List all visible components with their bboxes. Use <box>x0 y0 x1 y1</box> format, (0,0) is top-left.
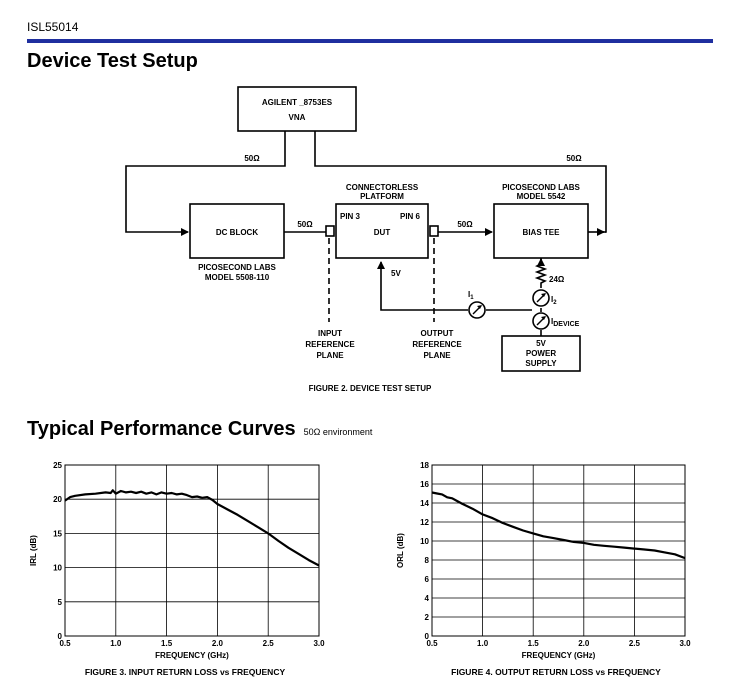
input-ref-2: REFERENCE <box>305 340 355 349</box>
y-tick-label: 12 <box>420 518 429 527</box>
impedance-dc-dut: 50Ω <box>297 220 313 229</box>
bias-tee-label: BIAS TEE <box>523 228 561 237</box>
y-tick-label: 0 <box>425 632 430 641</box>
input-ref-1: INPUT <box>318 329 342 338</box>
y-tick-label: 10 <box>420 537 429 546</box>
series-line <box>64 489 320 567</box>
y-tick-label: 2 <box>425 613 430 622</box>
y-tick-label: 4 <box>425 594 430 603</box>
supply-label-3: SUPPLY <box>525 359 557 368</box>
x-tick-label: 3.0 <box>313 639 325 648</box>
dut-box <box>335 203 429 259</box>
x-tick-label: 2.5 <box>629 639 641 648</box>
x-axis-label: FREQUENCY (GHz) <box>155 651 229 660</box>
figure-caption: FIGURE 3. INPUT RETURN LOSS vs FREQUENCY <box>85 667 286 677</box>
bias-model: MODEL 5542 <box>517 192 566 201</box>
curves-title-text: Typical Performance Curves <box>27 418 296 440</box>
idevice-label: I <box>551 317 553 326</box>
i1-label: I <box>468 290 470 299</box>
impedance-right: 50Ω <box>566 154 582 163</box>
output-ref-1: OUTPUT <box>421 329 454 338</box>
series-line <box>431 491 686 560</box>
resistor-label: 24Ω <box>549 275 565 284</box>
x-tick-label: 1.5 <box>161 639 173 648</box>
dc-block-label: DC BLOCK <box>216 228 258 237</box>
bias-maker: PICOSECOND LABS <box>502 183 580 192</box>
y-tick-label: 0 <box>58 632 63 641</box>
output-connector <box>429 225 439 237</box>
svg-text:I1: I1 <box>468 290 474 301</box>
platform-label-2: PLATFORM <box>360 192 404 201</box>
y-tick-label: 8 <box>425 556 430 565</box>
output-ref-3: PLANE <box>423 351 451 360</box>
y-tick-label: 18 <box>420 461 429 470</box>
part-number: ISL55014 <box>27 20 79 34</box>
x-tick-label: 0.5 <box>426 639 438 648</box>
x-tick-label: 2.0 <box>212 639 224 648</box>
y-tick-label: 25 <box>53 461 62 470</box>
output-ref-2: REFERENCE <box>412 340 462 349</box>
curves-subtitle: 50Ω environment <box>303 427 373 437</box>
y-tick-label: 6 <box>425 575 430 584</box>
y-tick-label: 10 <box>53 564 62 573</box>
x-tick-label: 0.5 <box>59 639 71 648</box>
vna-label-2: VNA <box>289 113 306 122</box>
x-tick-label: 2.0 <box>578 639 590 648</box>
i1-sub: 1 <box>470 295 474 301</box>
x-tick-label: 1.0 <box>477 639 489 648</box>
plot-frame <box>64 464 320 637</box>
x-tick-label: 1.5 <box>528 639 540 648</box>
figure-caption: FIGURE 4. OUTPUT RETURN LOSS vs FREQUENC… <box>451 667 661 677</box>
svg-text:I2: I2 <box>551 295 557 306</box>
x-tick-label: 2.5 <box>263 639 275 648</box>
test-setup-diagram: AGILENT _8753ES VNA 50Ω 50Ω DC BLOCK PIC… <box>125 86 607 393</box>
figure2-caption: FIGURE 2. DEVICE TEST SETUP <box>309 384 432 393</box>
vna-box <box>237 86 357 132</box>
y-tick-label: 5 <box>58 598 63 607</box>
power-supply-box <box>501 335 581 372</box>
orl-chart: 0.5 1.0 1.5 2.0 2.5 3.0 0 2 4 6 8 10 12 14 16 18FREQUEN… <box>396 461 691 677</box>
dut-label: DUT <box>374 228 391 237</box>
y-axis-label: IRL (dB) <box>29 535 38 566</box>
input-ref-3: PLANE <box>316 351 344 360</box>
supply-label-1: 5V <box>536 339 546 348</box>
i2-sub: 2 <box>553 300 557 306</box>
impedance-dut-bias: 50Ω <box>457 220 473 229</box>
y-tick-label: 16 <box>420 480 429 489</box>
platform-label-1: CONNECTORLESS <box>346 183 419 192</box>
vna-label-1: AGILENT _8753ES <box>262 98 333 107</box>
pin3-label: PIN 3 <box>340 212 361 221</box>
x-axis-label: FREQUENCY (GHz) <box>522 651 596 660</box>
dc-block-maker: PICOSECOND LABS <box>198 263 276 272</box>
y-tick-label: 15 <box>53 529 62 538</box>
impedance-left: 50Ω <box>244 154 260 163</box>
y-tick-label: 14 <box>420 499 429 508</box>
i2-label: I <box>551 295 553 304</box>
y-tick-label: 20 <box>53 495 62 504</box>
header-rule <box>27 39 713 43</box>
input-connector <box>325 225 335 237</box>
svg-text:IDEVICE: IDEVICE <box>551 317 580 328</box>
plot-frame <box>431 464 686 637</box>
y-axis-label: ORL (dB) <box>396 533 405 568</box>
dc-block-model: MODEL 5508-110 <box>205 273 270 282</box>
setup-title: Device Test Setup <box>27 50 198 72</box>
idevice-sub: DEVICE <box>553 321 579 328</box>
dc-block-box <box>189 203 285 259</box>
x-tick-label: 1.0 <box>110 639 122 648</box>
curves-title: Typical Performance Curves 50Ω environmen… <box>27 418 372 441</box>
x-tick-label: 3.0 <box>679 639 691 648</box>
supply-label-2: POWER <box>526 349 556 358</box>
voltage-label: 5V <box>391 269 401 278</box>
pin6-label: PIN 6 <box>400 212 421 221</box>
